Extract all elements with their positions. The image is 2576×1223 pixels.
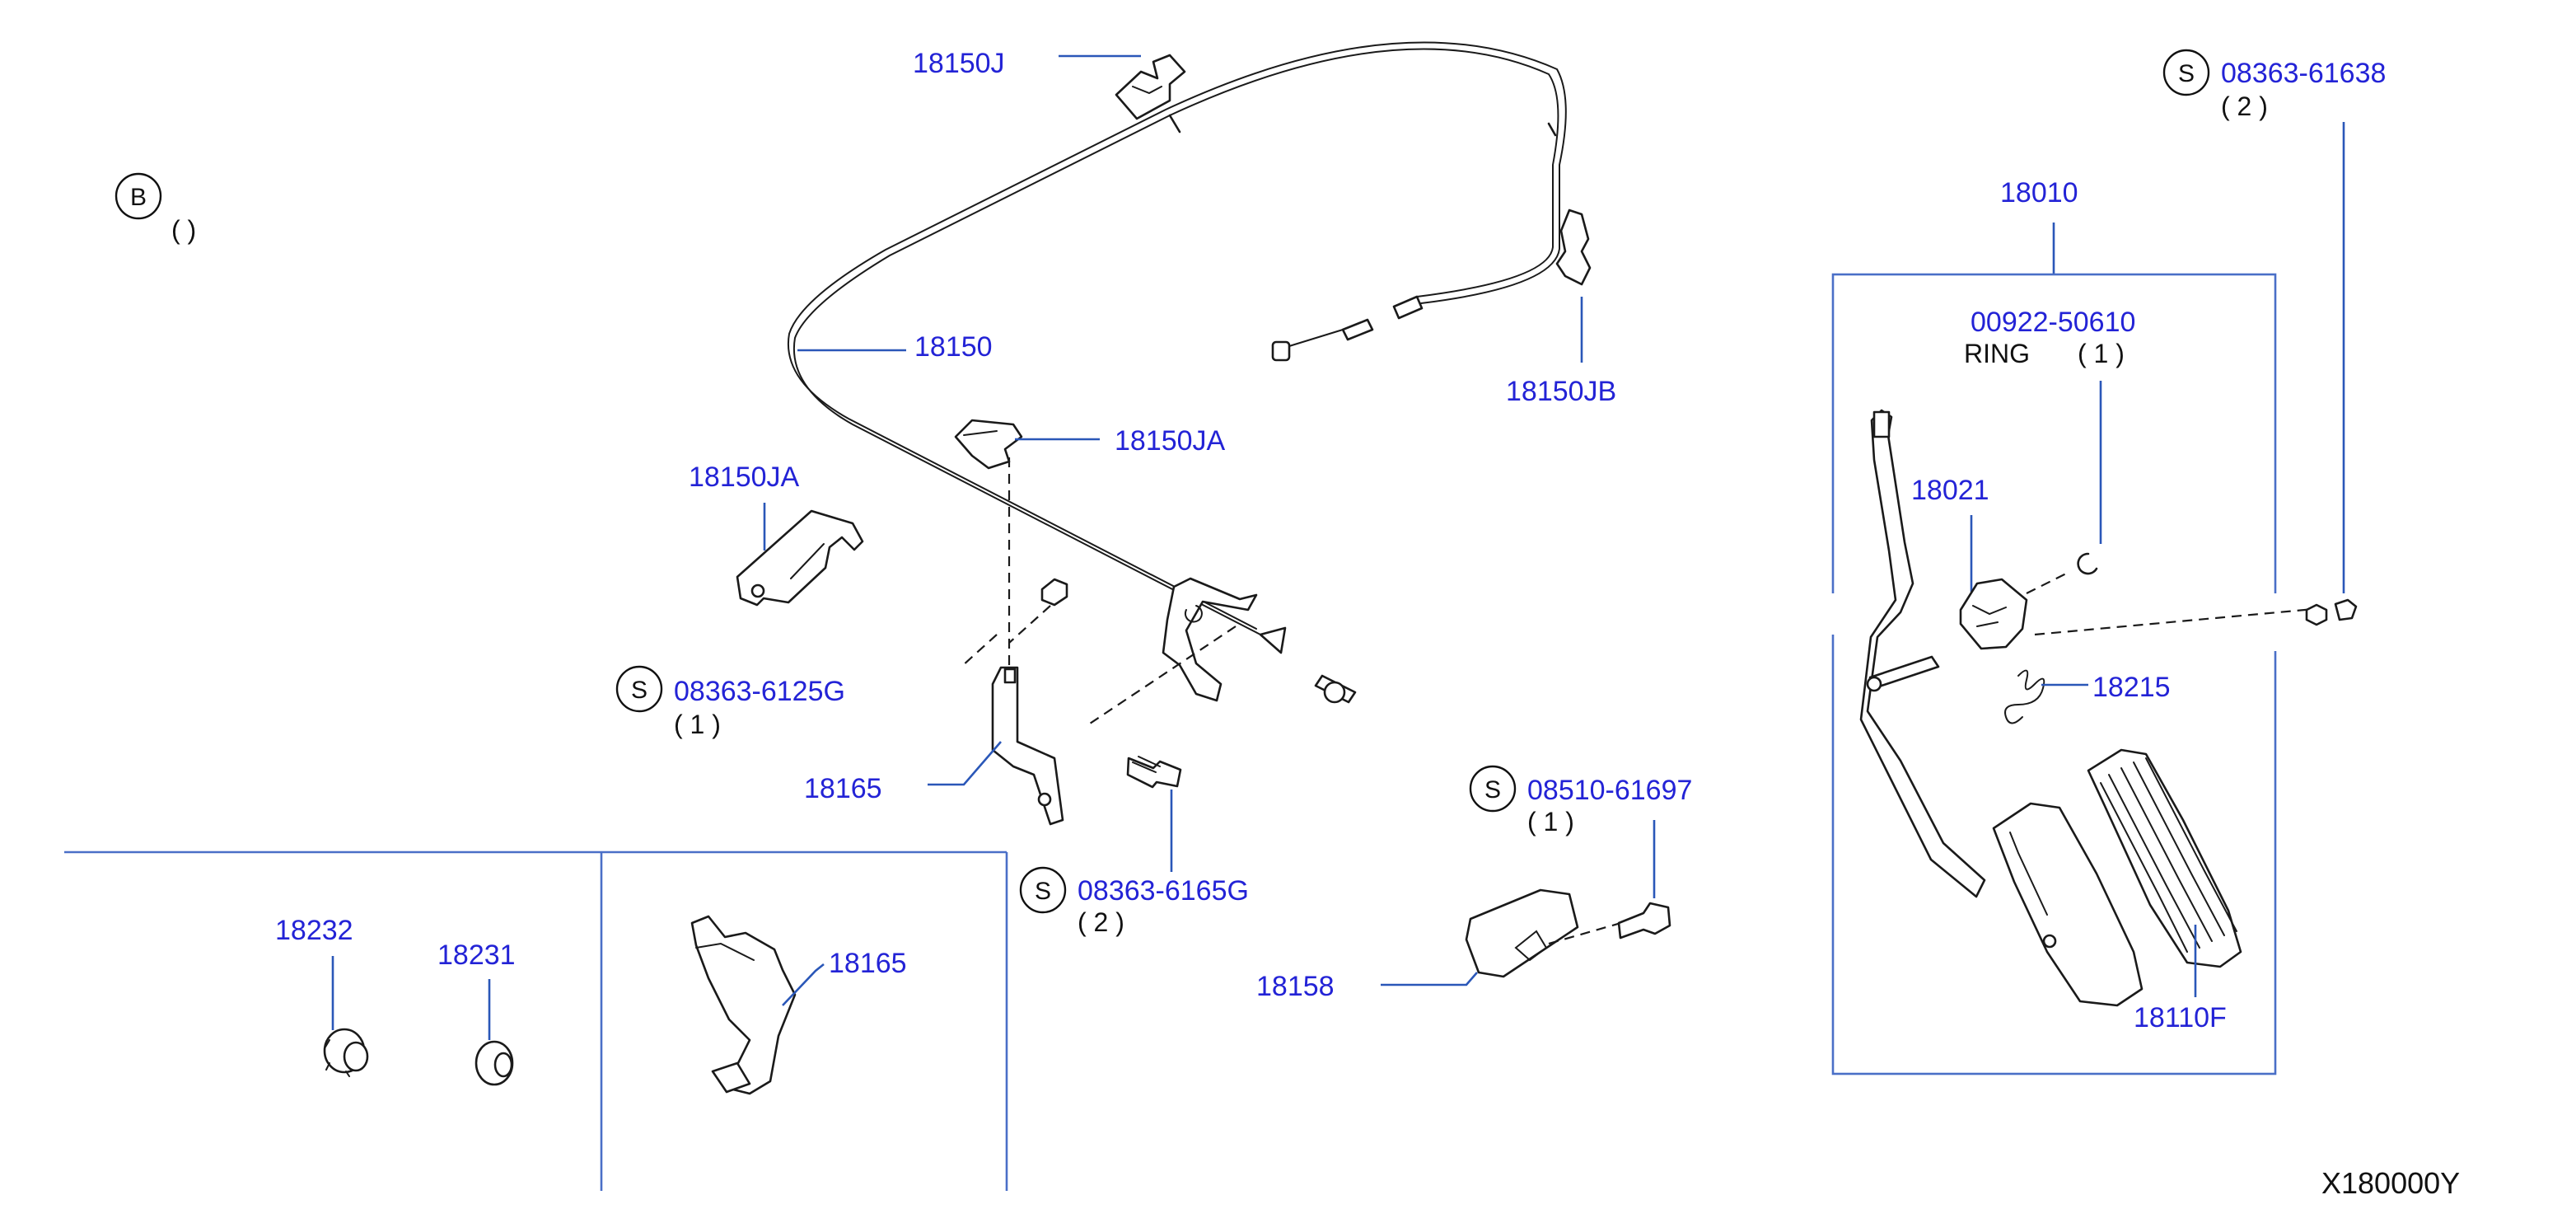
part-18158: 18158 bbox=[1256, 971, 1335, 1002]
legend-b-circle bbox=[115, 172, 162, 220]
bolt-6125G bbox=[961, 578, 1068, 667]
inset-box bbox=[64, 850, 1008, 1191]
screw-08363-61638: S 08363-61638 ( 2 ) bbox=[2162, 49, 2386, 626]
bracket-18165-main: 18165 bbox=[804, 666, 1064, 826]
ring-qty: ( 1 ) bbox=[2078, 339, 2125, 368]
ring-label: RING bbox=[1964, 339, 2030, 368]
screw-6165G-qty: ( 2 ) bbox=[1078, 907, 1124, 937]
grommet-18232: 18232 bbox=[275, 915, 369, 1077]
part-18231: 18231 bbox=[437, 940, 516, 971]
bolt-6165G bbox=[1126, 756, 1182, 872]
cable-end-bracket bbox=[1087, 577, 1258, 726]
clip-18150JB: 18150JB bbox=[1506, 209, 1616, 407]
clip-18150JA-top: 18150JA bbox=[954, 419, 1226, 676]
part-18232: 18232 bbox=[275, 915, 353, 946]
stopper-18158: 18158 bbox=[1256, 888, 1671, 1002]
pedal-arm bbox=[1859, 409, 1986, 898]
label-00922-50610: 00922-50610 RING ( 1 ) bbox=[1964, 307, 2135, 544]
screw-61638-symbol: S bbox=[2178, 60, 2195, 87]
part-18021: 18021 bbox=[1911, 475, 1989, 506]
screw-6125G-symbol: S bbox=[631, 677, 648, 704]
screw-08363-6125G: S 08363-6125G ( 1 ) bbox=[615, 665, 845, 739]
part-18010: 18010 bbox=[2000, 177, 2078, 209]
bracket-18165-inset: 18165 bbox=[690, 915, 907, 1095]
label-18010: 18010 bbox=[2000, 177, 2078, 274]
accelerator-cable-drawing bbox=[787, 41, 1567, 704]
diagram-code: X180000Y bbox=[2321, 1166, 2460, 1200]
label-18150J: 18150J bbox=[913, 48, 1141, 79]
screw-61697-qty: ( 1 ) bbox=[1527, 807, 1574, 836]
legend-b: B ( ) bbox=[115, 172, 196, 245]
screw-61638-part: 08363-61638 bbox=[2221, 58, 2386, 89]
clip-18150J bbox=[1115, 54, 1186, 120]
screw-61638-qty: ( 2 ) bbox=[2221, 91, 2268, 121]
screw-6125G-qty: ( 1 ) bbox=[674, 710, 721, 739]
part-18165-inset: 18165 bbox=[829, 948, 907, 979]
legend-b-qty: ( ) bbox=[171, 215, 196, 245]
part-18110F: 18110F bbox=[2134, 1002, 2227, 1033]
part-18150JA-left: 18150JA bbox=[689, 462, 800, 493]
screw-6165G-symbol: S bbox=[1035, 878, 1051, 905]
sensor-18021: 18021 bbox=[1911, 475, 2324, 650]
part-18165-main: 18165 bbox=[804, 773, 882, 804]
part-18150JA-top: 18150JA bbox=[1115, 425, 1226, 457]
part-18215: 18215 bbox=[2092, 672, 2171, 703]
screw-6125G-part: 08363-6125G bbox=[674, 676, 845, 707]
pedal-pad bbox=[1992, 802, 2144, 1007]
part-00922-50610: 00922-50610 bbox=[1971, 307, 2135, 338]
legend-b-symbol: B bbox=[130, 184, 147, 211]
label-18150: 18150 bbox=[797, 331, 993, 363]
pad-cover-18110F: 18110F bbox=[2087, 748, 2242, 1033]
part-18150JB: 18150JB bbox=[1506, 376, 1616, 407]
bracket-18150JA-left: 18150JA bbox=[689, 462, 864, 607]
screw-08510-61697: S 08510-61697 ( 1 ) bbox=[1469, 765, 1692, 898]
grommet-18231: 18231 bbox=[437, 940, 516, 1086]
pedal-assembly-box bbox=[1831, 273, 2277, 1075]
part-18150J: 18150J bbox=[913, 48, 1005, 79]
screw-08363-6165G: S 08363-6165G ( 2 ) bbox=[1019, 866, 1249, 937]
screw-6165G-part: 08363-6165G bbox=[1078, 875, 1249, 907]
part-18150: 18150 bbox=[914, 331, 993, 363]
spring-18215: 18215 bbox=[2004, 669, 2171, 724]
screw-61697-symbol: S bbox=[1484, 776, 1501, 804]
screw-61697-part: 08510-61697 bbox=[1527, 775, 1692, 806]
